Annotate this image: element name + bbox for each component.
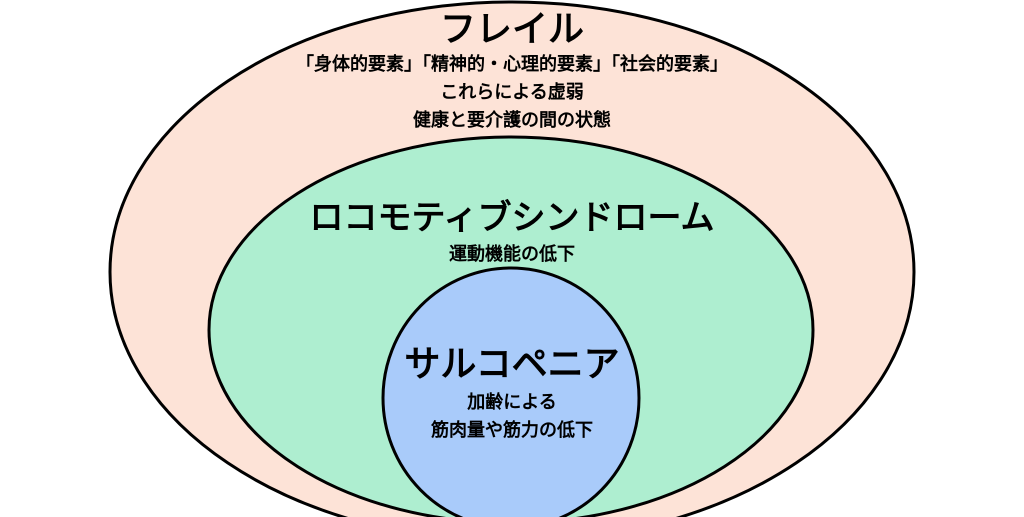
locomotive-line-1: 運動機能の低下 bbox=[449, 244, 575, 265]
frailty-line-3: 健康と要介護の間の状態 bbox=[413, 110, 611, 131]
sarcopenia-line-2: 筋肉量や筋力の低下 bbox=[431, 420, 593, 441]
frailty-line-2: これらによる虚弱 bbox=[440, 82, 584, 103]
frailty-title: フレイル bbox=[439, 9, 584, 50]
sarcopenia-line-1: 加齢による bbox=[467, 392, 557, 413]
locomotive-title: ロコモティブシンドローム bbox=[309, 198, 715, 238]
frailty-line-1: 「身体的要素」「精神的・心理的要素」「社会的要素」 bbox=[296, 54, 728, 75]
sarcopenia-title: サルコペニア bbox=[404, 344, 620, 385]
sarcopenia-circle bbox=[381, 266, 641, 517]
